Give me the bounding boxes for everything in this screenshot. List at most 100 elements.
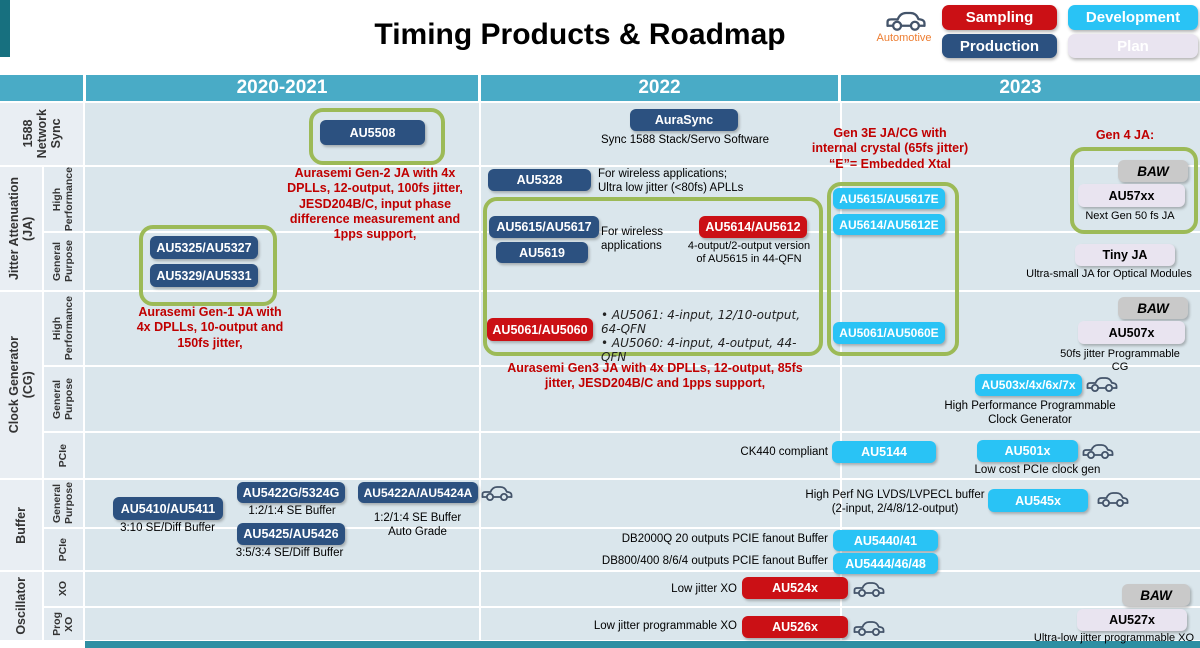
caption-db800-400: DB800/400 8/6/4 outputs PCIE fanout Buff… (601, 555, 828, 567)
row-osc-pxo (85, 608, 1200, 640)
row-label-cg-general-purpose: General Purpose (44, 367, 83, 431)
caption-low-jitter-prog-xo: Low jitter programmable XO (593, 620, 737, 632)
legend-automotive-label: Automotive (876, 32, 932, 44)
caption-aurasync: Sync 1588 Stack/Servo Software (600, 134, 770, 146)
caption-au5410: 3:10 SE/Diff Buffer (120, 522, 215, 534)
product-au5615-au5617e: AU5615/AU5617E (833, 188, 945, 209)
product-au5614-au5612e: AU5614/AU5612E (833, 214, 945, 235)
product-au5328: AU5328 (488, 169, 591, 191)
product-au5615-au5617: AU5615/AU5617 (489, 216, 599, 238)
product-baw-xo: BAW (1122, 584, 1190, 606)
product-au5440-41: AU5440/41 (833, 530, 938, 551)
legend-development: Development (1068, 5, 1198, 30)
product-au5508: AU5508 (320, 120, 425, 145)
caption-au5422a: 1:2/1:4 SE Buffer Auto Grade (373, 512, 462, 538)
row-label-ja-general-purpose: General Purpose (44, 233, 83, 290)
caption-lvds-buffer: High Perf NG LVDS/LVPECL buffer (2-input… (805, 489, 985, 515)
automotive-car-icon (852, 577, 886, 600)
note-aurasemi-gen2: Aurasemi Gen-2 JA with 4x DPLLs, 12-outp… (287, 166, 463, 241)
product-au5619: AU5619 (496, 242, 588, 263)
row-label-clock-generator: Clock Generator (CG) (0, 292, 42, 478)
note-au5061-au5060-details: • AU5061: 4-input, 12/10-output, 64-QFN … (601, 308, 801, 365)
product-au526x: AU526x (742, 616, 848, 638)
caption-low-jitter-xo: Low jitter XO (671, 583, 737, 595)
row-label-buffer-pcie: PCIe (44, 529, 83, 570)
product-aurasync: AuraSync (630, 109, 738, 131)
automotive-car-icon (884, 6, 928, 34)
column-divider (840, 103, 842, 640)
caption-au57xx: Next Gen 50 fs JA (1085, 210, 1175, 222)
note-gen4-ja: Gen 4 JA: (1095, 128, 1155, 142)
row-label-buffer: Buffer (0, 480, 42, 570)
caption-for-wireless: For wireless applications (601, 226, 663, 252)
product-au5422a-au5424a: AU5422A/AU5424A (358, 482, 478, 503)
highlight-box-2023-gen3e (827, 182, 959, 356)
column-divider (479, 103, 481, 640)
caption-au503x: High Performance Programmable Clock Gene… (944, 400, 1116, 426)
product-au5614-au5612: AU5614/AU5612 (699, 216, 807, 238)
row-label-cg-pcie: PCIe (44, 433, 83, 478)
product-au5422g-5324g: AU5422G/5324G (237, 482, 345, 503)
note-gen3e: Gen 3E JA/CG with internal crystal (65fs… (811, 126, 969, 171)
automotive-car-icon (1081, 439, 1115, 462)
product-au5444-46-48: AU5444/46/48 (833, 553, 938, 574)
legend-sampling: Sampling (942, 5, 1057, 30)
row-label-osc-xo: XO (44, 572, 83, 606)
bottom-accent-bar (85, 641, 1200, 648)
caption-au5425: 3:5/3:4 SE/Diff Buffer (235, 547, 344, 559)
automotive-car-icon (1096, 487, 1130, 510)
product-au5329-au5331: AU5329/AU5331 (150, 264, 258, 287)
product-baw-ja: BAW (1118, 160, 1188, 182)
caption-au527x: Ultra-low jitter programmable XO (1033, 632, 1195, 644)
highlight-box-au5508 (309, 108, 445, 165)
header-2020-2021: 2020-2021 (86, 75, 478, 101)
product-au524x: AU524x (742, 577, 848, 599)
header-2022: 2022 (481, 75, 838, 101)
legend-plan: Plan (1068, 34, 1198, 58)
row-label-oscillator: Oscillator (0, 572, 42, 640)
row-label-1588-network-sync: 1588 Network Sync (0, 103, 83, 165)
product-au5061-au5060: AU5061/AU5060 (487, 318, 593, 341)
product-au5410-au5411: AU5410/AU5411 (113, 497, 223, 520)
header-label-col (0, 75, 83, 101)
caption-au5328: For wireless applications; Ultra low jit… (598, 168, 744, 194)
row-label-osc-prog-xo: Prog XO (44, 608, 83, 640)
highlight-box-ja-gp-2020 (139, 225, 277, 306)
product-au501x: AU501x (977, 440, 1078, 462)
corner-accent-block (0, 0, 10, 57)
caption-au501x: Low cost PCIe clock gen (974, 464, 1101, 476)
caption-au5422g: 1:2/1:4 SE Buffer (248, 505, 336, 517)
caption-db2000q: DB2000Q 20 outputs PCIE fanout Buffer (621, 533, 828, 545)
highlight-box-2022-gen3 (483, 197, 823, 356)
product-au5144: AU5144 (832, 441, 936, 463)
automotive-car-icon (480, 481, 514, 504)
highlight-box-gen4-ja (1070, 147, 1198, 234)
row-label-jitter-attenuation: Jitter Attenuation (JA) (0, 167, 42, 290)
product-tiny-ja: Tiny JA (1075, 244, 1175, 266)
row-osc-xo (85, 572, 1200, 606)
product-au5325-au5327: AU5325/AU5327 (150, 236, 258, 259)
row-label-buffer-general-purpose: General Purpose (44, 480, 83, 527)
automotive-car-icon (1085, 372, 1119, 395)
row-label-cg-high-performance: High Performance (44, 292, 83, 365)
product-au503x: AU503x/4x/6x/7x (975, 374, 1082, 396)
caption-au5614-au5612: 4-output/2-output version of AU5615 in 4… (687, 240, 811, 266)
product-au5425-au5426: AU5425/AU5426 (237, 523, 345, 545)
product-au545x: AU545x (988, 489, 1088, 512)
product-au507x: AU507x (1078, 321, 1185, 344)
product-baw-cg: BAW (1118, 297, 1188, 319)
product-au527x: AU527x (1077, 609, 1187, 631)
caption-au507x: 50fs jitter Programmable CG (1060, 348, 1180, 374)
note-aurasemi-gen1: Aurasemi Gen-1 JA with 4x DPLLs, 10-outp… (136, 305, 284, 350)
row-label-ja-high-performance: High Performance (44, 167, 83, 231)
product-au57xx: AU57xx (1078, 184, 1185, 207)
page-title: Timing Products & Roadmap (374, 18, 786, 51)
automotive-car-icon (852, 616, 886, 639)
row-ja-gp (85, 233, 1200, 290)
caption-ck440: CK440 compliant (740, 446, 828, 458)
caption-tiny-ja: Ultra-small JA for Optical Modules (1026, 268, 1192, 280)
legend-production: Production (942, 34, 1057, 58)
product-au5061-au5060e: AU5061/AU5060E (833, 322, 945, 344)
note-aurasemi-gen3: Aurasemi Gen3 JA with 4x DPLLs, 12-outpu… (507, 361, 803, 391)
